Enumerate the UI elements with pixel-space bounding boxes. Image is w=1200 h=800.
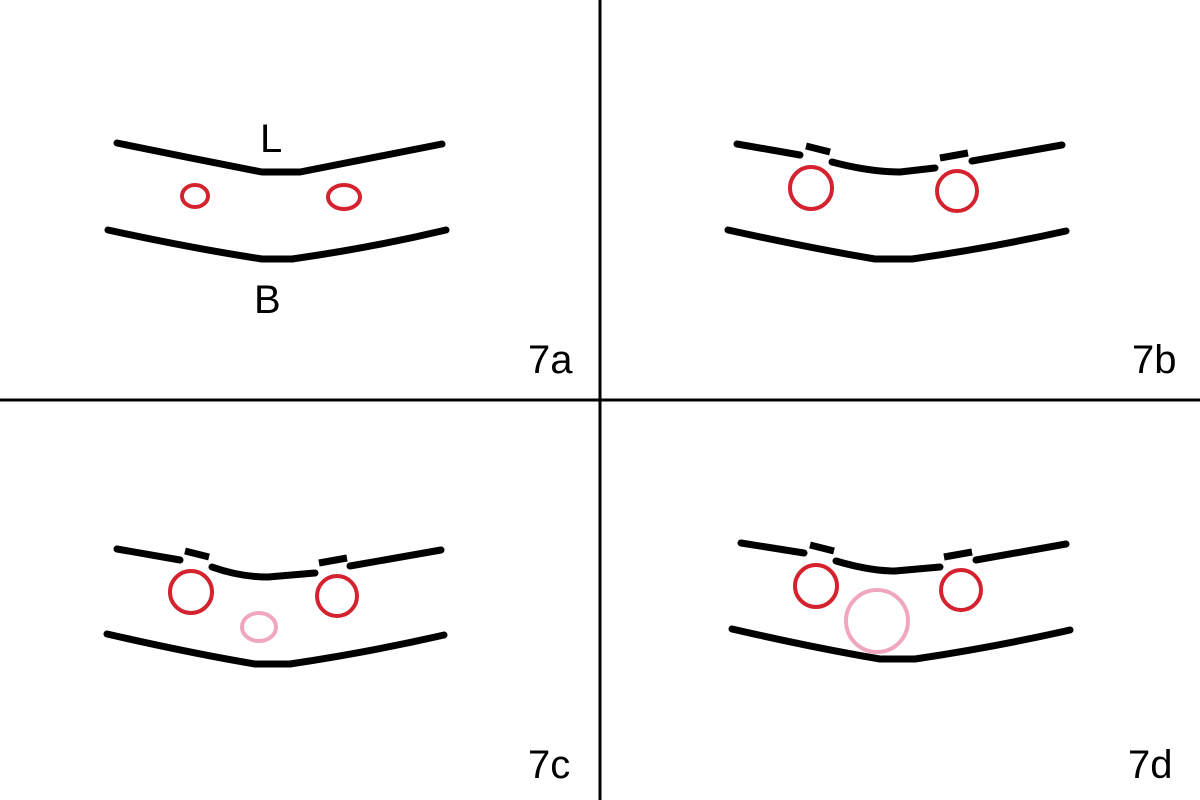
red-ring-left	[788, 165, 834, 211]
gap-dash-left	[184, 547, 210, 561]
upper-boundary-line	[972, 540, 1070, 564]
layer-label-top: L	[260, 117, 282, 161]
panel-label-7d: 7d	[1128, 743, 1173, 787]
lower-boundary-line	[103, 630, 448, 668]
red-ring-left	[180, 183, 210, 209]
upper-boundary-line	[828, 158, 939, 176]
upper-boundary-line	[733, 140, 804, 159]
red-ring-right	[939, 568, 983, 612]
upper-boundary-line	[208, 563, 319, 581]
panel-label-7a: 7a	[528, 338, 573, 382]
upper-boundary-line	[113, 139, 446, 176]
panel-7d: 7d	[728, 539, 1173, 787]
panel-7a: L B 7a	[104, 117, 573, 382]
upper-boundary-line	[832, 557, 944, 575]
panel-7c: 7c	[103, 545, 570, 787]
lower-boundary-line	[724, 226, 1070, 263]
panel-7b: 7b	[724, 140, 1177, 382]
pink-ring	[844, 588, 910, 654]
red-ring-right	[935, 169, 979, 213]
upper-boundary-line	[346, 546, 445, 570]
panel-label-7c: 7c	[528, 743, 570, 787]
red-ring-right	[315, 574, 359, 618]
red-ring-left	[793, 563, 839, 609]
gap-dash-left	[809, 541, 835, 555]
gap-dash-right	[318, 554, 348, 567]
upper-boundary-line	[113, 545, 184, 564]
gap-dash-right	[939, 149, 969, 162]
upper-boundary-line	[737, 539, 808, 557]
upper-boundary-line	[968, 141, 1066, 165]
gap-dash-left	[805, 142, 831, 156]
lower-boundary-line	[104, 226, 450, 263]
panel-label-7b: 7b	[1132, 338, 1177, 382]
lower-boundary-line	[728, 625, 1074, 663]
red-ring-left	[168, 569, 214, 615]
red-ring-right	[326, 183, 362, 211]
layer-label-bottom: B	[254, 278, 281, 322]
gap-dash-right	[943, 548, 973, 561]
pink-ring	[240, 611, 278, 643]
